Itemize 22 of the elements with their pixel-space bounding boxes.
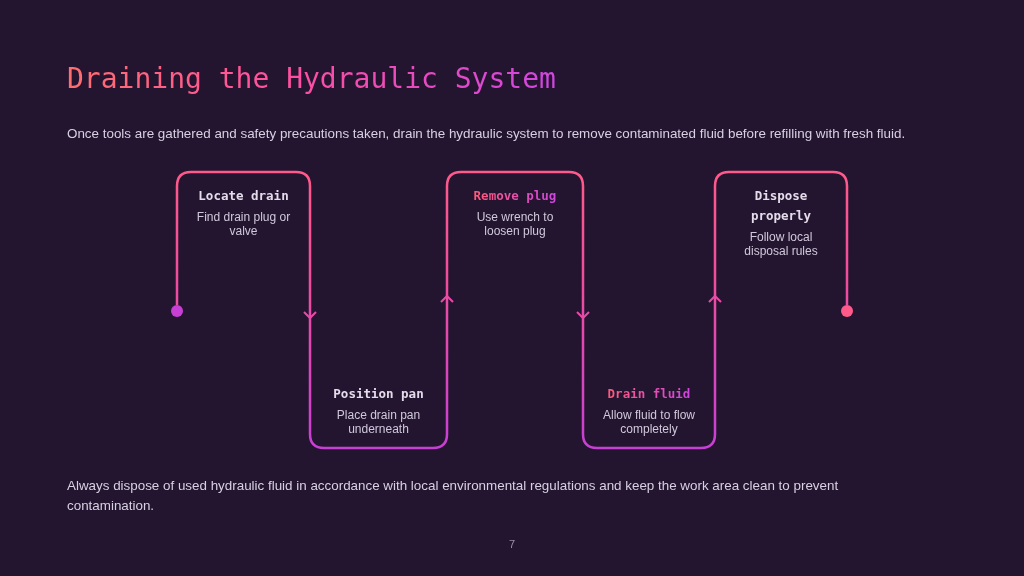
step-description: Find drain plug or valve: [195, 210, 292, 238]
step-description: Place drain pan underneath: [335, 408, 422, 436]
step-outline: [715, 172, 847, 296]
step-title: Position pan: [333, 385, 424, 403]
step-description: Follow local disposal rules: [743, 230, 819, 258]
connector-line: [708, 295, 722, 318]
connector-line: [303, 296, 317, 319]
step-title: Dispose properly: [749, 187, 813, 225]
step-description: Allow fluid to flow completely: [601, 408, 696, 436]
step-outline: [177, 172, 310, 296]
endpoint-dot: [171, 305, 183, 317]
intro-text: Once tools are gathered and safety precautions taken, drain the hydraulic system to remove contaminated fluid before refilling with fresh fluid.: [67, 125, 907, 143]
step-outline: [583, 318, 715, 448]
connector-line: [576, 296, 590, 319]
page-number: 7: [507, 538, 517, 550]
step-outline: [310, 318, 447, 448]
step-title: Locate drain: [198, 187, 289, 205]
step-description: Use wrench to loosen plug: [475, 210, 555, 238]
step-outline: [447, 172, 583, 296]
endpoint-dot: [841, 305, 853, 317]
note-text: Always dispose of used hydraulic fluid in accordance with local environmental regulations and keep the work area clean to prevent contamination.: [67, 477, 840, 515]
connector-line: [440, 295, 454, 318]
